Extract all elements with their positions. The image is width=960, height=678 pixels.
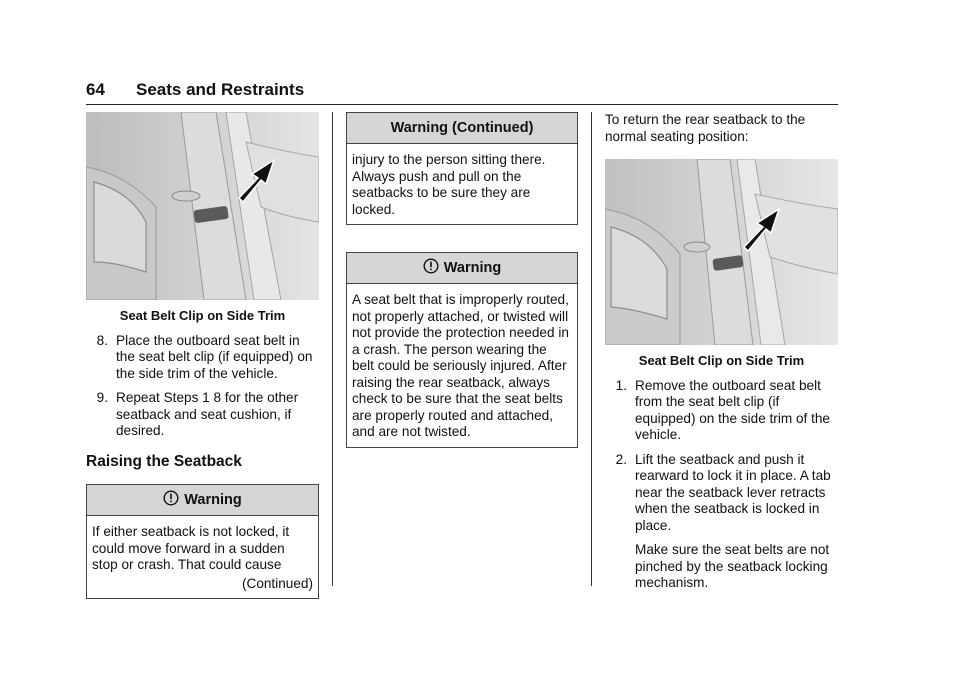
seat-belt-clip-image [605, 159, 838, 345]
step-note: Make sure the seat belts are not pinched… [635, 542, 830, 590]
step-text: Place the outboard seat belt in the seat… [116, 332, 313, 381]
seat-belt-clip-image [86, 112, 319, 300]
warning-title: Warning [184, 492, 242, 508]
warning-header: Warning [87, 485, 318, 516]
step-item: 9. Repeat Steps 1 8 for the other seatba… [86, 390, 319, 440]
step-number: 1. [615, 377, 627, 393]
intro-text: To return the rear seatback to the norma… [605, 112, 806, 144]
warning-box: Warning If either seatback is not locked… [86, 484, 319, 599]
step-number: 9. [96, 390, 108, 405]
page-header: 64 Seats and Restraints [86, 80, 838, 105]
step-number: 8. [96, 332, 108, 348]
step-item: 8. Place the outboard seat belt in the s… [86, 333, 319, 383]
section-title: Seats and Restraints [136, 80, 305, 99]
section-subheading: Raising the Seatback [86, 452, 242, 470]
column-left: Seat Belt Clip on Side Trim 8. Place the… [86, 112, 319, 599]
step-number: 2. [615, 451, 627, 467]
step-text: Repeat Steps 1 8 for the other seatback … [116, 390, 299, 438]
warning-text: If either seatback is not locked, it cou… [92, 524, 290, 572]
image-caption: Seat Belt Clip on Side Trim [638, 353, 805, 368]
column-divider [591, 112, 592, 586]
warning-header: Warning [347, 253, 577, 284]
page-number: 64 [86, 80, 105, 99]
warning-icon [423, 258, 439, 274]
image-caption: Seat Belt Clip on Side Trim [119, 308, 286, 323]
warning-box: Warning A seat belt that is improperly r… [346, 252, 578, 448]
step-text: Remove the outboard seat belt from the s… [635, 377, 830, 443]
warning-box-continued: Warning (Continued) injury to the person… [346, 112, 578, 225]
warning-header: Warning (Continued) [347, 113, 577, 144]
warning-text: A seat belt that is improperly routed, n… [352, 292, 569, 439]
step-item: 1. Remove the outboard seat belt from th… [605, 378, 838, 444]
warning-text: injury to the person sitting there. Alwa… [352, 152, 546, 217]
column-divider [332, 112, 333, 586]
step-text: Lift the seatback and push it rearward t… [635, 451, 831, 533]
column-middle: Warning (Continued) injury to the person… [346, 112, 578, 448]
continued-label: (Continued) [241, 575, 313, 591]
step-item: 2. Lift the seatback and push it rearwar… [605, 452, 838, 592]
column-right: To return the rear seatback to the norma… [605, 112, 838, 600]
warning-title: Warning [443, 260, 502, 276]
warning-icon [163, 490, 179, 506]
